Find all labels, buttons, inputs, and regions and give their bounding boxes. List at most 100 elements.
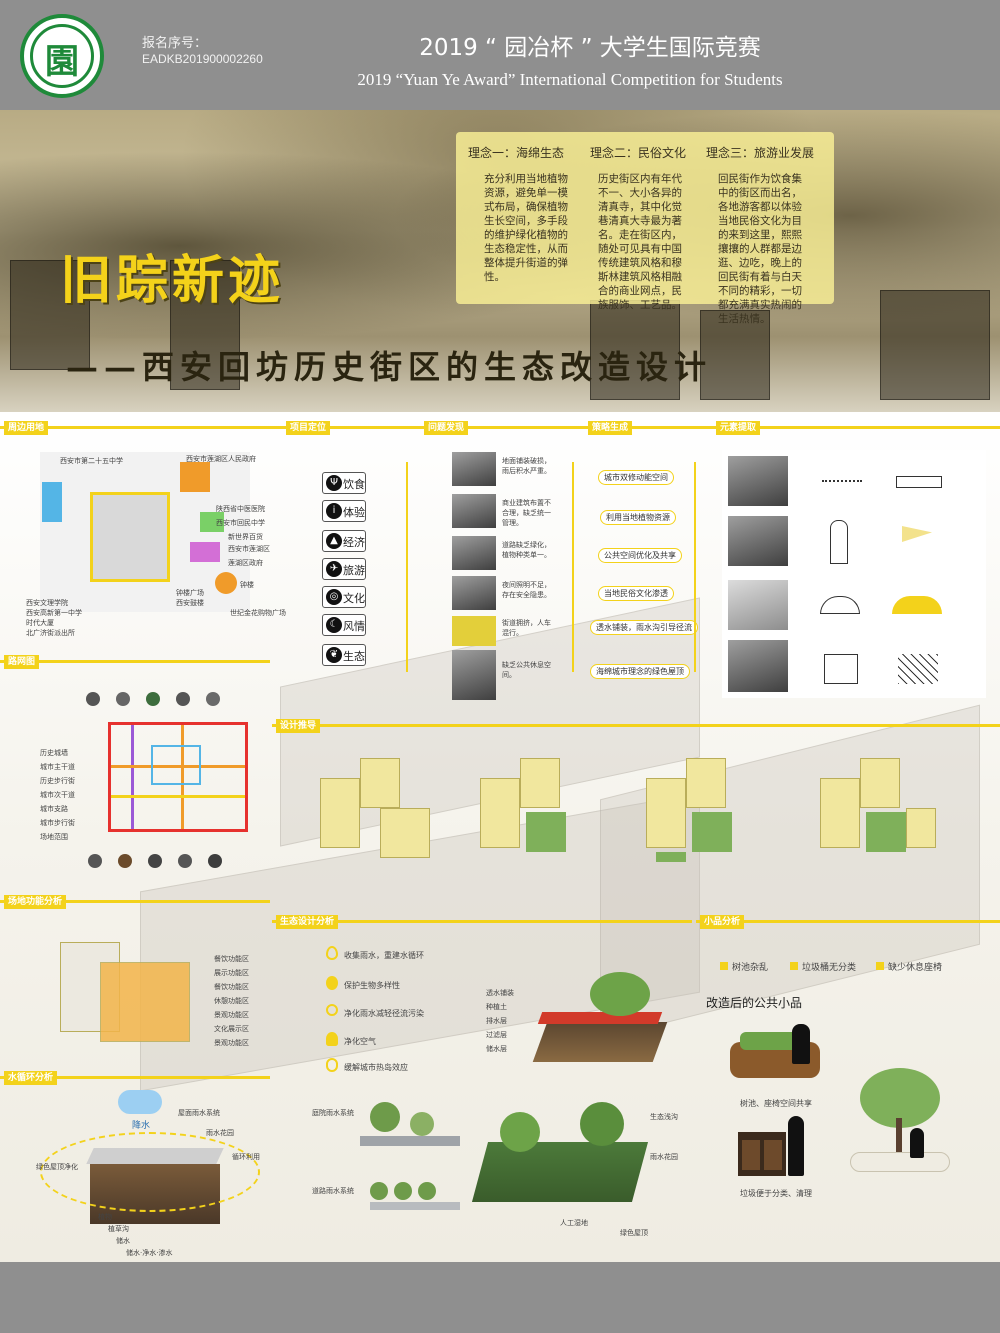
eco-label: 道路雨水系统: [312, 1187, 354, 1195]
positioning-economy: ▲经济: [322, 530, 366, 552]
map-label: 时代大厦: [26, 619, 54, 627]
water-label: 屋面雨水系统: [178, 1109, 220, 1117]
section-divider: [0, 426, 1000, 429]
furniture-caption: 垃圾便于分类、清理: [740, 1189, 812, 1198]
eco-item: 净化雨水减轻径流污染: [344, 1009, 424, 1018]
element-pagoda-outline: [830, 520, 848, 564]
concept-text-1: 充分利用当地植物资源，避免单一模式布局，确保植物生长空间，多手段的维护绿化植物的…: [484, 173, 568, 283]
map-label: 西安鼓楼: [176, 599, 204, 607]
eco-label: 雨水花园: [650, 1153, 678, 1161]
furniture-issue: 树池杂乱: [732, 963, 769, 973]
problem-text: 道路缺乏绿化，植物种类单一。: [502, 541, 551, 559]
section-divider: [0, 900, 270, 903]
rain-label: 降水: [132, 1121, 151, 1131]
fork-knife-icon: Ψ: [326, 475, 342, 491]
map-label: 西安高新第一中学: [26, 609, 82, 617]
water-label: 雨水花园: [206, 1129, 234, 1137]
positioning-ecology: ❦生态: [322, 644, 366, 666]
function-label: 景观功能区: [214, 1039, 249, 1047]
competition-logo: 園: [20, 14, 104, 98]
problem-photo: [452, 494, 496, 528]
element-lattice-pattern: [898, 654, 938, 684]
round-photo: [206, 692, 220, 706]
function-model: [60, 932, 200, 1052]
shop-sign-photo: [10, 260, 90, 370]
section-tag-elements: 元素提取: [716, 421, 761, 435]
tree-icon: [326, 976, 338, 990]
leaf-icon: ❦: [326, 647, 342, 663]
section-divider: [272, 920, 692, 923]
positioning-culture: ◎文化: [322, 586, 366, 608]
eco-label: 过滤层: [486, 1031, 507, 1039]
legend-item: 城市步行街: [40, 819, 75, 827]
eco-item: 缓解城市热岛效应: [344, 1063, 408, 1072]
section-divider: [0, 660, 270, 663]
poster-body: 周边用地 项目定位 问题发现 策略生成 元素提取 西安市第二十五中学 西安市莲湖…: [0, 412, 1000, 1262]
function-label: 展示功能区: [214, 969, 249, 977]
competition-title-cn: 2019 “ 园冶杯 ” 大学生国际竞赛: [419, 35, 761, 61]
element-photo-tower: [728, 640, 788, 692]
section-tag-strategy: 策略生成: [588, 421, 633, 435]
section-tag-water: 水循环分析: [4, 1071, 58, 1085]
registration-number: EADKB201900002260: [142, 52, 263, 66]
poster-subtitle: ——西安回坊历史街区的生态改造设计: [66, 348, 713, 386]
map-label: 钟楼: [240, 581, 254, 589]
element-photo-pagoda: [728, 516, 788, 566]
eco-section-model: [532, 972, 668, 1062]
road-scene: [370, 1182, 460, 1222]
land-block-orange: [180, 462, 210, 492]
chart-icon: ▲: [326, 533, 342, 549]
derivation-model-1: [320, 758, 440, 868]
tree-canopy: [590, 972, 650, 1016]
column-divider: [572, 462, 574, 672]
map-label: 莲湖区政府: [228, 559, 263, 567]
road-line: [181, 725, 184, 829]
derivation-model-3: [646, 758, 766, 868]
moon-icon: ☾: [326, 617, 342, 633]
strategy-chip: 利用当地植物资源: [600, 510, 676, 525]
legend-item: 历史步行街: [40, 777, 75, 785]
road-line: [131, 725, 134, 829]
section-tag-positioning: 项目定位: [286, 421, 331, 435]
map-label: 北广济街派出所: [26, 629, 75, 637]
eco-label: 储水层: [486, 1045, 507, 1053]
problem-photo: [452, 616, 496, 646]
legend-item: 场地范围: [40, 833, 68, 841]
function-label: 文化展示区: [214, 1025, 249, 1033]
site-range: [151, 745, 201, 785]
eco-label: 排水层: [486, 1017, 507, 1025]
problem-photo: [452, 536, 496, 570]
element-arch-yellow: [892, 596, 942, 614]
bulb-icon: [326, 1032, 338, 1046]
concept-text-3: 回民街作为饮食集中的街区而出名，各地游客都以体验当地民俗文化为目的来到这里，熙熙…: [718, 173, 802, 325]
wetland-scene: [471, 1102, 649, 1212]
problem-photo: [452, 452, 496, 486]
traffic-photo-row: [86, 692, 246, 708]
column-divider: [694, 462, 696, 672]
round-photo: [86, 692, 100, 706]
bullet-icon: [876, 962, 884, 970]
concept-heading-1: 理念一：海绵生态: [468, 146, 565, 160]
traffic-map: [108, 722, 248, 832]
globe-icon: ◎: [326, 589, 342, 605]
site-boundary: [90, 492, 170, 582]
map-label: 钟楼广场: [176, 589, 204, 597]
land-block-green: [200, 512, 224, 532]
map-label: 世纪金花购物广场: [230, 609, 286, 617]
road-line: [111, 765, 245, 768]
section-tag-derivation: 设计推导: [276, 719, 321, 733]
registration-label: 报名序号：: [142, 36, 208, 51]
problem-text: 街道拥挤，人车混行。: [502, 619, 551, 637]
poster-main-title: 旧踪新迹: [60, 251, 285, 311]
road-line: [111, 795, 245, 798]
positioning-custom: ☾风情: [322, 614, 366, 636]
furniture-issue: 垃圾桶无分类: [802, 963, 857, 973]
element-photo-gate: [728, 456, 788, 506]
section-tag-eco: 生态设计分析: [276, 915, 339, 929]
problem-text: 夜间照明不足，存在安全隐患。: [502, 581, 551, 599]
round-photo: [116, 692, 130, 706]
water-label: 循环利用: [232, 1153, 260, 1161]
furniture-issue: 缺少休息座椅: [888, 963, 943, 973]
concept-heading-3: 理念三：旅游业发展: [706, 146, 815, 160]
